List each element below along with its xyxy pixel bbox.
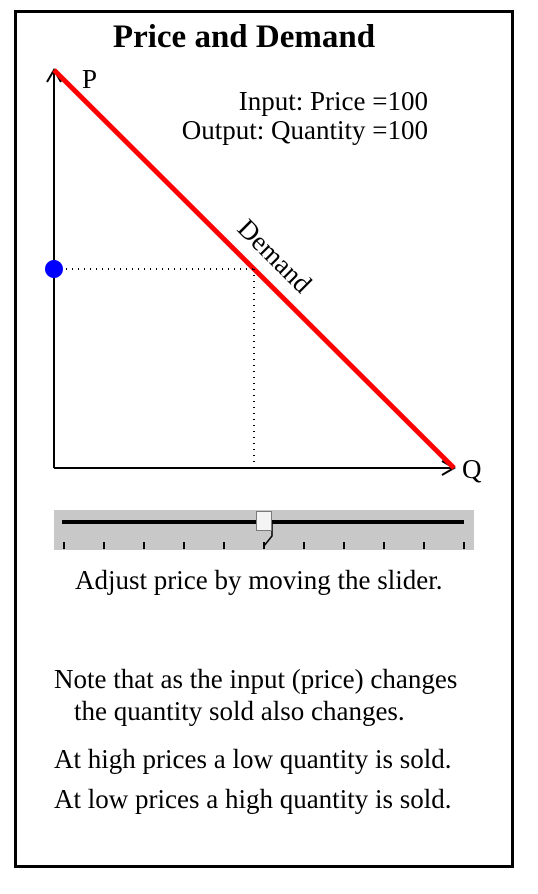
note-line-4: At low prices a high quantity is sold. bbox=[54, 784, 452, 814]
price-point[interactable] bbox=[45, 260, 63, 278]
note-line-2: the quantity sold also changes. bbox=[74, 696, 405, 726]
x-axis-label: Q bbox=[462, 454, 482, 484]
slider-thumb-pointer bbox=[263, 524, 273, 547]
slider-thumb[interactable] bbox=[256, 511, 272, 531]
note-line-3: At high prices a low quantity is sold. bbox=[54, 744, 452, 774]
note-line-1: Note that as the input (price) changes bbox=[54, 664, 458, 694]
applet-frame bbox=[14, 10, 514, 868]
demand-diagram: P Q Demand Input: Price =100 Output: Qua… bbox=[45, 64, 482, 484]
page-title: Price and Demand bbox=[112, 19, 376, 55]
slider-instruction: Adjust price by moving the slider. bbox=[75, 565, 443, 595]
demand-curve-label: Demand bbox=[232, 213, 318, 299]
slider-ticks bbox=[63, 524, 465, 549]
input-readout: Input: Price =100 bbox=[239, 86, 428, 116]
price-slider[interactable] bbox=[54, 510, 474, 550]
y-axis-label: P bbox=[82, 64, 97, 94]
output-readout: Output: Quantity =100 bbox=[182, 115, 428, 145]
